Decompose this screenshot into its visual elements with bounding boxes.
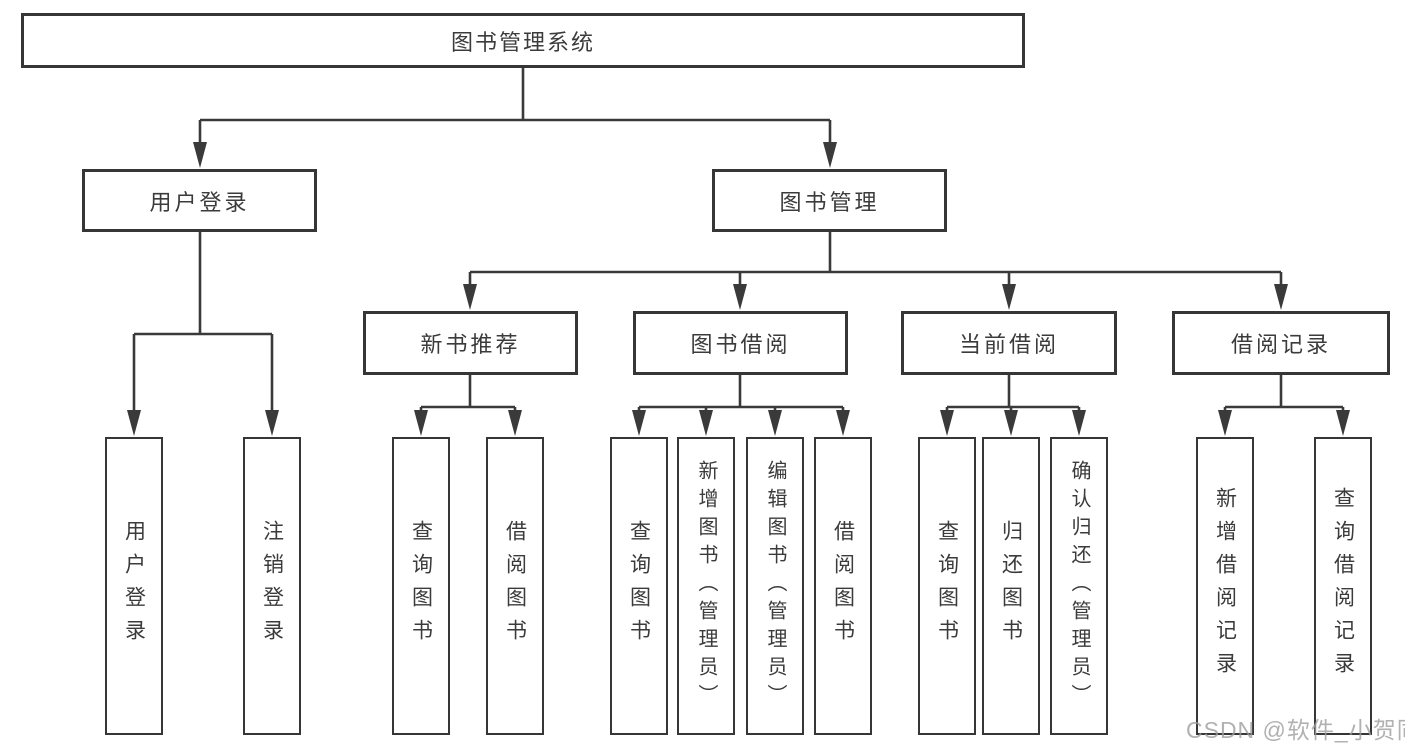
node-label: 用户登录	[122, 520, 146, 652]
node-label: 确认归还（管理员）	[1068, 460, 1090, 712]
node-label: 查询借阅记录	[1331, 487, 1355, 685]
leaf-query-books-borrowing: 查询图书	[610, 437, 668, 735]
node-label: 当前借阅	[958, 332, 1059, 357]
node-label: 借阅图书	[831, 520, 855, 652]
node-label: 借阅记录	[1230, 332, 1331, 357]
node-label: 新增图书（管理员）	[695, 460, 717, 712]
node-book-borrowing: 图书借阅	[633, 311, 848, 375]
node-book-management: 图书管理	[712, 169, 947, 232]
node-label: 借阅图书	[503, 520, 527, 652]
node-label: 查询图书	[627, 520, 651, 652]
node-label: 查询图书	[935, 520, 959, 652]
leaf-query-books-current: 查询图书	[918, 437, 976, 735]
node-label: 图书借阅	[690, 332, 791, 357]
leaf-borrow-books-recommend: 借阅图书	[486, 437, 544, 735]
leaf-edit-book-admin: 编辑图书（管理员）	[746, 437, 804, 735]
node-label: 编辑图书（管理员）	[764, 460, 786, 712]
node-label: 图书管理系统	[450, 29, 595, 55]
node-label: 新增借阅记录	[1213, 487, 1237, 685]
leaf-borrow-books-borrowing: 借阅图书	[814, 437, 872, 735]
leaf-add-book-admin: 新增图书（管理员）	[677, 437, 735, 735]
leaf-query-books-recommend: 查询图书	[392, 437, 450, 735]
node-label: 用户登录	[149, 189, 250, 215]
node-library-management-system: 图书管理系统	[21, 13, 1025, 68]
leaf-logout: 注销登录	[243, 437, 301, 735]
node-label: 图书管理	[779, 189, 880, 215]
node-user-login: 用户登录	[82, 169, 317, 232]
node-new-book-recommendation: 新书推荐	[363, 311, 578, 375]
leaf-user-login: 用户登录	[105, 437, 163, 735]
leaf-confirm-return-admin: 确认归还（管理员）	[1050, 437, 1108, 735]
node-label: 注销登录	[260, 520, 284, 652]
node-label: 归还图书	[999, 520, 1023, 652]
node-label: 新书推荐	[420, 332, 521, 357]
leaf-query-borrow-record: 查询借阅记录	[1314, 437, 1372, 735]
csdn-watermark: CSDN @软件_小贺同学	[1186, 717, 1405, 743]
node-label: 查询图书	[409, 520, 433, 652]
leaf-return-books: 归还图书	[982, 437, 1040, 735]
node-current-borrowing: 当前借阅	[901, 311, 1117, 375]
node-borrowing-records: 借阅记录	[1172, 311, 1390, 375]
leaf-add-borrow-record: 新增借阅记录	[1196, 437, 1254, 735]
